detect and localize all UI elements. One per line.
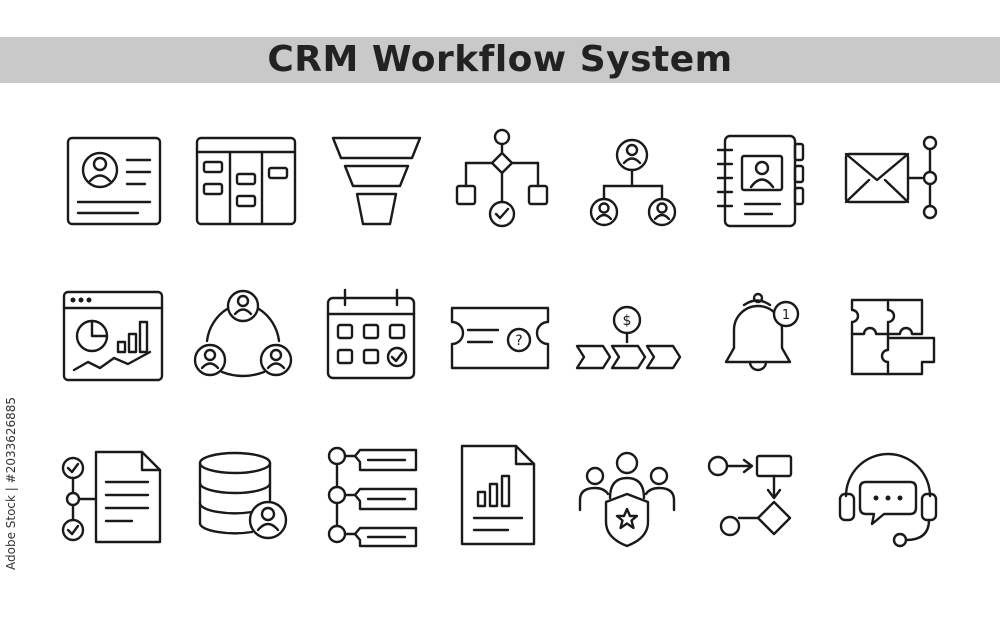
svg-text:$: $ [623,313,632,329]
kanban-board-icon [195,136,297,226]
task-timeline-icon [327,446,418,548]
decision-flowchart-icon [455,128,549,228]
sales-funnel-icon [331,136,422,226]
sales-pipeline-icon: $ [575,305,682,370]
team-cycle-icon [193,289,293,378]
page-title: CRM Workflow System [267,39,733,80]
contact-card-icon [66,136,162,226]
checklist-document-icon [61,450,162,544]
email-workflow-icon [844,135,938,220]
report-document-icon [460,444,536,546]
support-ticket-icon: ? [450,306,550,370]
puzzle-integration-icon [850,298,936,376]
svg-text:?: ? [515,333,522,349]
analytics-dashboard-icon [62,290,164,382]
org-hierarchy-icon [589,138,677,227]
process-flow-icon [707,454,793,537]
notification-count: 1 [782,308,790,323]
customer-support-headset-icon [838,452,938,548]
calendar-schedule-icon [326,288,416,380]
notification-bell-icon: 1 [724,292,800,372]
address-book-icon [716,134,805,228]
customer-database-icon [198,451,288,540]
customer-protection-icon [578,451,676,548]
title-banner: CRM Workflow System [0,37,1000,83]
